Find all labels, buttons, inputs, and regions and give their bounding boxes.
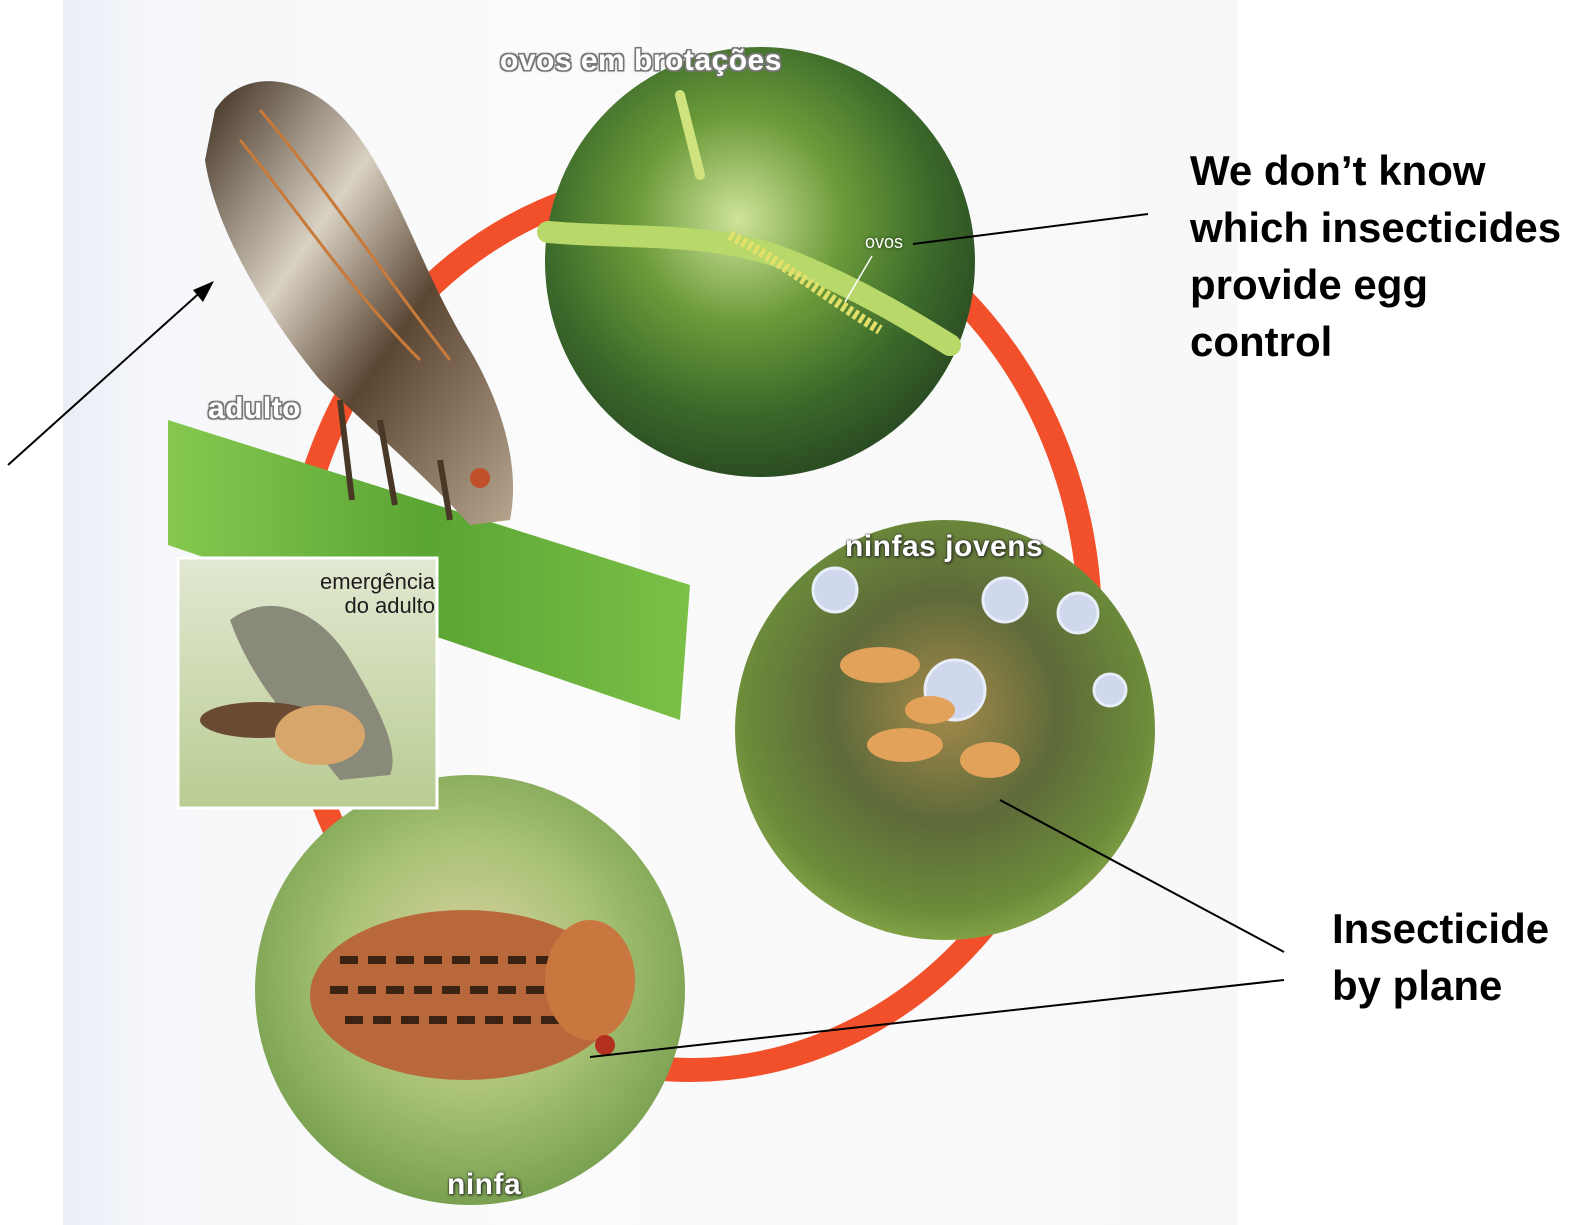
young-nymphs-label: ninfas jovens xyxy=(845,530,1043,564)
adult-pointer-arrowhead xyxy=(193,281,214,302)
eggs-label: ovos xyxy=(865,232,903,253)
young-nymphs-photo xyxy=(735,520,1155,940)
adult-emergence-label: emergência do adulto xyxy=(300,570,435,618)
eggs-on-shoots-label: ovos em brotações xyxy=(500,44,782,78)
adult-label: adulto xyxy=(208,392,301,426)
egg-control-note: We don’t know which insecticides provide… xyxy=(1190,142,1570,370)
nymph-label: ninfa xyxy=(447,1168,521,1202)
plane-note-pointer-nymph xyxy=(590,980,1284,1057)
insecticide-by-plane-note: Insecticide by plane xyxy=(1332,900,1592,1014)
